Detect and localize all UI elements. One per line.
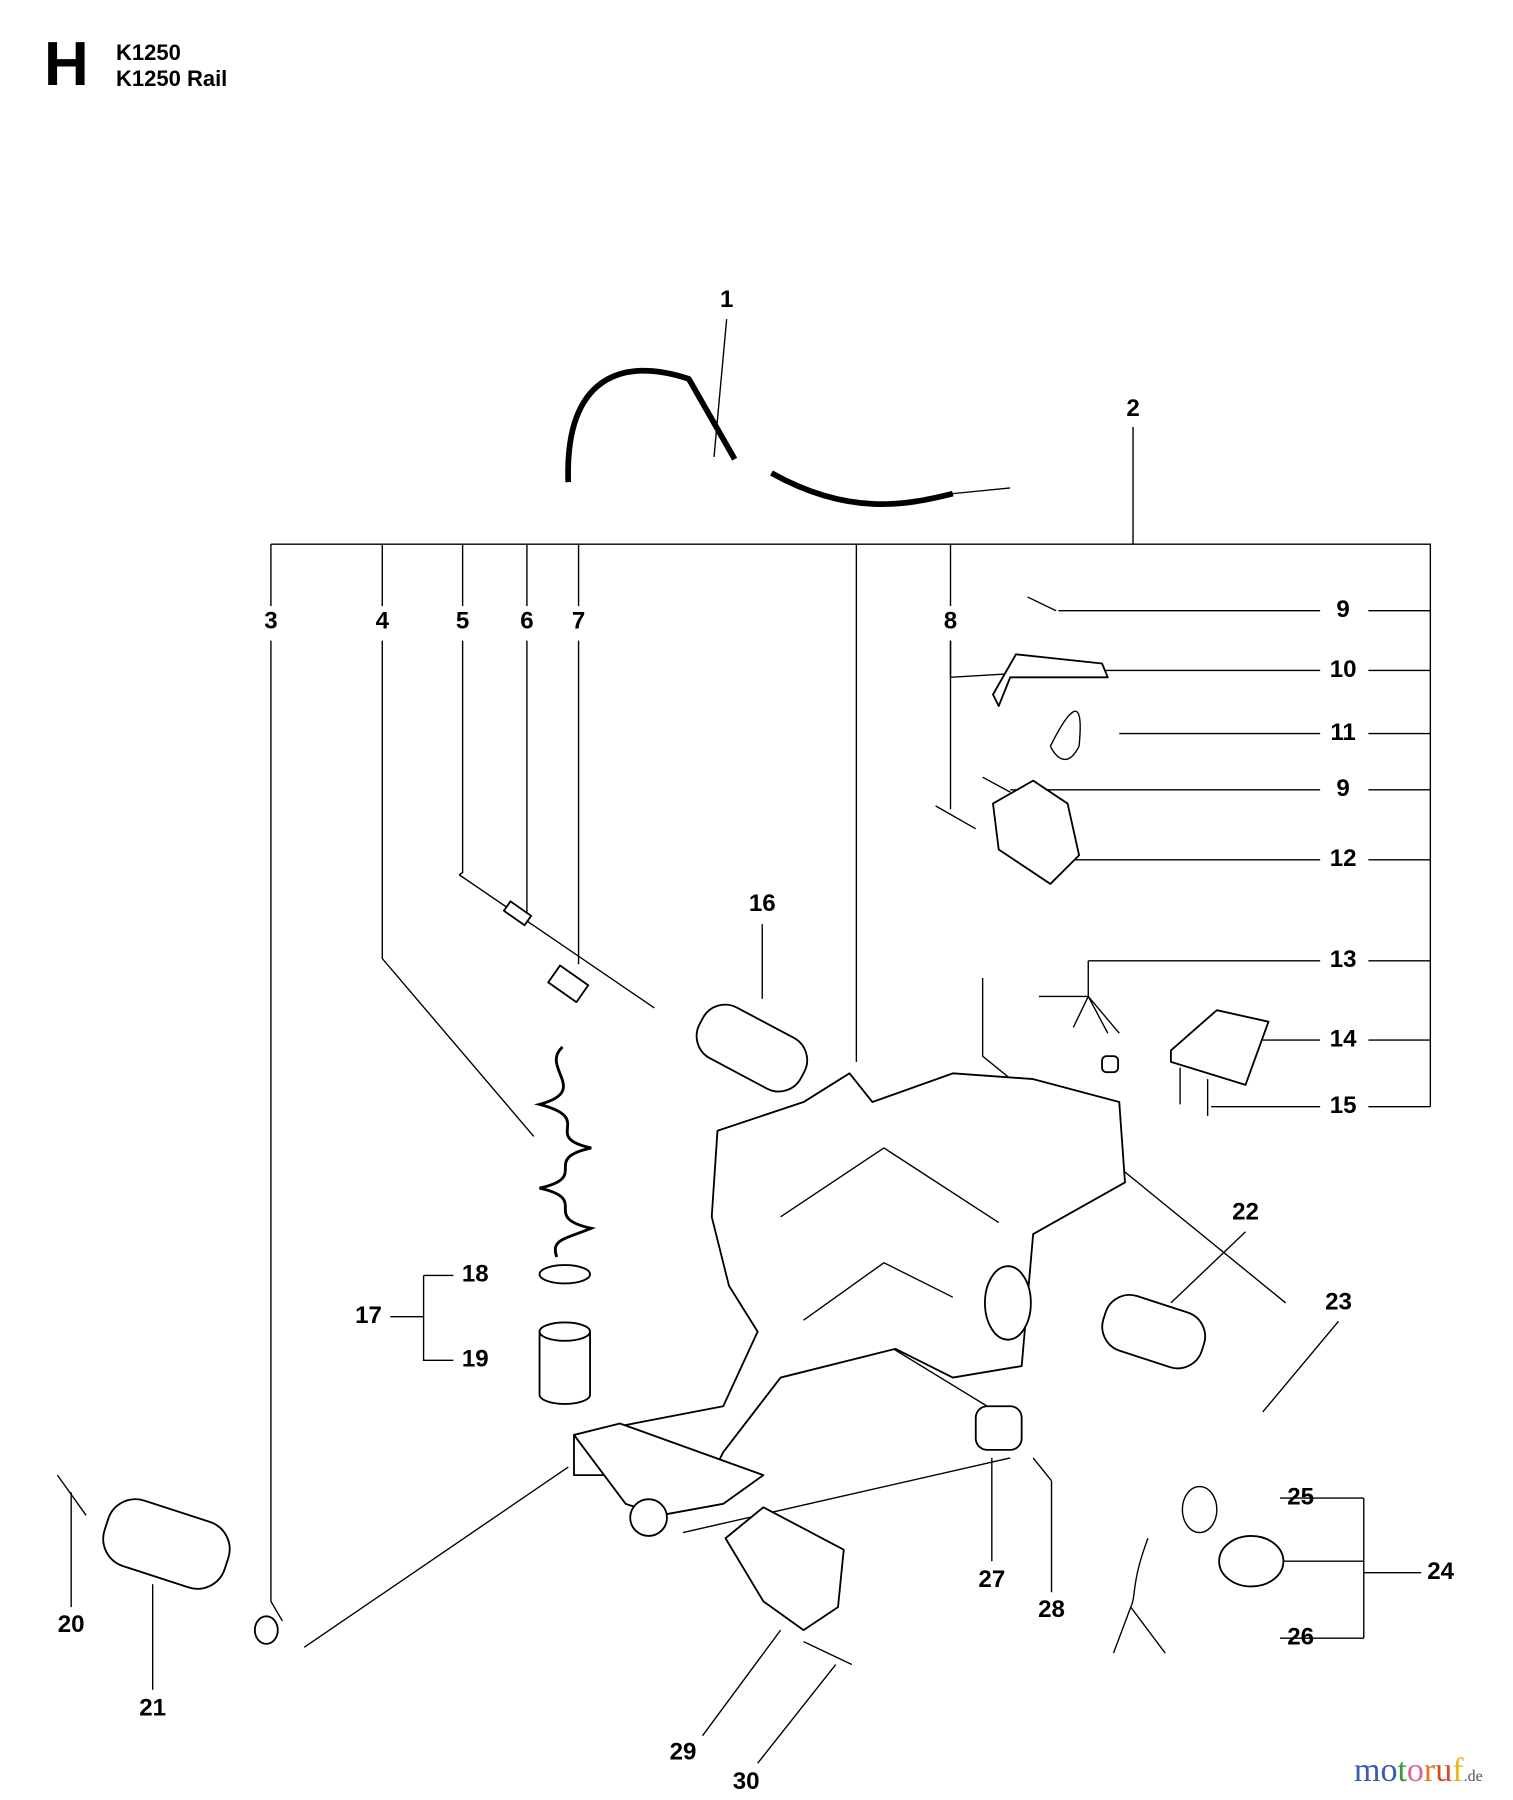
callout-4: 4 bbox=[376, 608, 390, 635]
part-16-21-22-av-buffers bbox=[102, 1003, 1207, 1645]
callout-5: 5 bbox=[456, 608, 469, 635]
callout-8: 8 bbox=[944, 608, 957, 635]
callout-9: 9 bbox=[1336, 775, 1349, 802]
watermark-letter: r bbox=[1423, 1752, 1436, 1789]
leader-lines bbox=[70, 319, 1422, 1764]
part-1-throttle-cable bbox=[565, 367, 1011, 507]
callout-27: 27 bbox=[978, 1566, 1005, 1593]
callout-14: 14 bbox=[1330, 1025, 1357, 1052]
callout-30: 30 bbox=[733, 1768, 760, 1795]
callout-7: 7 bbox=[572, 608, 585, 635]
callout-23: 23 bbox=[1325, 1288, 1352, 1315]
callout-16: 16 bbox=[749, 890, 776, 917]
callout-19: 19 bbox=[462, 1346, 489, 1373]
part-5-6-7-cable-adjuster bbox=[458, 874, 655, 1009]
part-13-14-15-misc bbox=[1101, 1009, 1270, 1116]
callout-17: 17 bbox=[355, 1302, 382, 1329]
callout-22: 22 bbox=[1232, 1199, 1259, 1226]
callout-labels: 1 2 3 4 5 6 7 8 9 10 11 9 12 13 14 15 16… bbox=[58, 286, 1455, 1795]
callout-11: 11 bbox=[1330, 719, 1355, 746]
callout-25: 25 bbox=[1287, 1483, 1314, 1510]
callout-10: 10 bbox=[1330, 656, 1357, 683]
callout-3: 3 bbox=[264, 608, 277, 635]
watermark-letter: o bbox=[1380, 1752, 1398, 1789]
watermark-letter: o bbox=[1406, 1752, 1424, 1789]
watermark-letter: t bbox=[1397, 1752, 1407, 1789]
callout-20: 20 bbox=[58, 1611, 85, 1638]
watermark-letter: f bbox=[1452, 1752, 1464, 1789]
model-name: K1250 Rail bbox=[116, 66, 228, 91]
callout-15: 15 bbox=[1330, 1092, 1357, 1119]
callout-12: 12 bbox=[1330, 845, 1357, 872]
callout-18: 18 bbox=[462, 1261, 489, 1288]
part-4-spring bbox=[533, 1045, 597, 1258]
model-name: K1250 bbox=[116, 40, 181, 65]
watermark-letter: m bbox=[1354, 1752, 1381, 1789]
callout-28: 28 bbox=[1038, 1596, 1065, 1623]
callout-29: 29 bbox=[670, 1738, 697, 1765]
callout-1: 1 bbox=[720, 286, 733, 313]
callout-24: 24 bbox=[1427, 1558, 1454, 1585]
callout-21: 21 bbox=[139, 1695, 166, 1722]
assembly-bracket bbox=[270, 427, 1432, 1108]
model-list: K1250 K1250 Rail bbox=[116, 40, 227, 92]
part-2-tank-handle bbox=[573, 1072, 1126, 1537]
part-24-25-26-fuel-cap bbox=[1112, 1485, 1285, 1654]
callout-6: 6 bbox=[520, 608, 533, 635]
watermark-letter: u bbox=[1435, 1752, 1453, 1789]
callout-2: 2 bbox=[1126, 395, 1139, 422]
watermark-logo: motoruf.de bbox=[1354, 1752, 1483, 1790]
part-18-19-filter bbox=[538, 1264, 591, 1405]
section-letter: H bbox=[44, 30, 89, 99]
part-27-30-bolts-brackets bbox=[56, 1405, 1053, 1666]
watermark-tld: .de bbox=[1463, 1768, 1483, 1785]
callout-9: 9 bbox=[1336, 596, 1349, 623]
callout-13: 13 bbox=[1330, 946, 1357, 973]
callout-26: 26 bbox=[1287, 1623, 1314, 1650]
part-9-10-11-12-throttle-parts bbox=[935, 596, 1109, 885]
